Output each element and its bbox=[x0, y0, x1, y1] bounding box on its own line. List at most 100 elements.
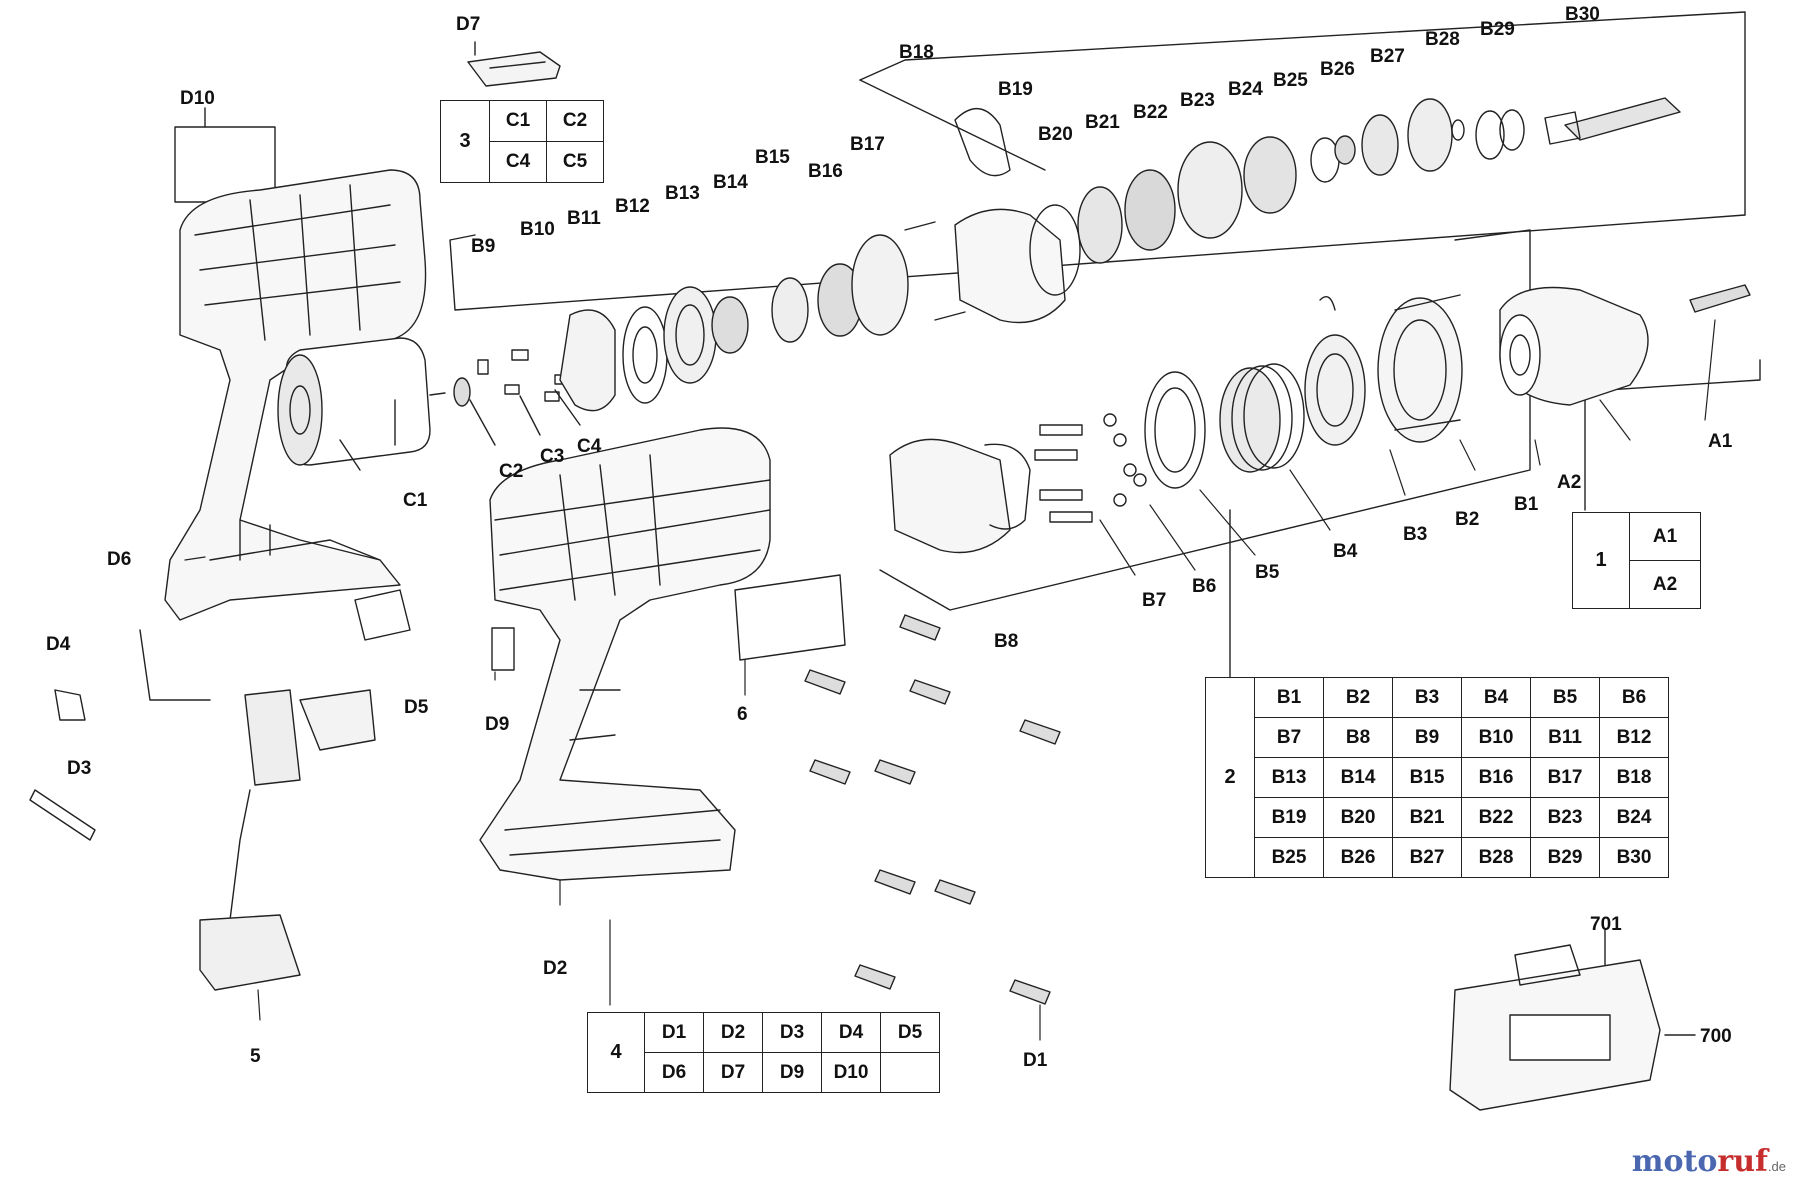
table-cell: B6 bbox=[1599, 677, 1669, 718]
table-cell: D6 bbox=[644, 1052, 704, 1093]
label-701: 701 bbox=[1590, 914, 1622, 935]
table-cell bbox=[880, 1052, 940, 1093]
watermark-part-2: ruf bbox=[1717, 1144, 1768, 1179]
group-table-2: 2 B1 B2 B3 B4 B5 B6 B7 B8 B9 B10 B11 B12… bbox=[1205, 677, 1669, 878]
table-cell: B28 bbox=[1461, 837, 1531, 878]
housing-right bbox=[479, 427, 771, 881]
label-B8: B8 bbox=[994, 631, 1018, 652]
table-cell: D7 bbox=[703, 1052, 763, 1093]
table-cell: C2 bbox=[546, 100, 604, 142]
label-D4: D4 bbox=[46, 634, 71, 655]
label-B16: B16 bbox=[808, 161, 843, 182]
label-D2: D2 bbox=[543, 958, 567, 979]
table-cell: D2 bbox=[703, 1012, 763, 1053]
table-cell: B23 bbox=[1530, 797, 1600, 838]
label-D5: D5 bbox=[404, 697, 429, 718]
table-cell: B10 bbox=[1461, 717, 1531, 758]
group-table-4: 4 D1 D2 D3 D4 D5 D6 D7 D9 D10 bbox=[587, 1012, 940, 1093]
group-table-1: 1 A1 A2 bbox=[1572, 512, 1701, 609]
table-cell: B8 bbox=[1323, 717, 1393, 758]
table-cell: D4 bbox=[821, 1012, 881, 1053]
table-cell: B15 bbox=[1392, 757, 1462, 798]
table-cell: D5 bbox=[880, 1012, 940, 1053]
label-B12: B12 bbox=[615, 196, 650, 217]
table-cell: D9 bbox=[762, 1052, 822, 1093]
table-cell: A1 bbox=[1629, 512, 1701, 561]
table-cell: B20 bbox=[1323, 797, 1393, 838]
table-cell: B9 bbox=[1392, 717, 1462, 758]
table-cell: B18 bbox=[1599, 757, 1669, 798]
label-B7: B7 bbox=[1142, 590, 1166, 611]
label-B10: B10 bbox=[520, 219, 555, 240]
label-B29: B29 bbox=[1480, 19, 1515, 40]
table-cell: B26 bbox=[1323, 837, 1393, 878]
housing-left bbox=[164, 169, 427, 621]
table-cell: B11 bbox=[1530, 717, 1600, 758]
label-B1: B1 bbox=[1514, 494, 1539, 515]
table-cell: B17 bbox=[1530, 757, 1600, 798]
table-cell: B3 bbox=[1392, 677, 1462, 718]
switch-assembly bbox=[29, 589, 411, 991]
label-D10: D10 bbox=[180, 88, 215, 109]
label-C4: C4 bbox=[577, 436, 602, 457]
site-watermark: motoruf.de bbox=[1632, 1144, 1786, 1179]
label-B15: B15 bbox=[755, 147, 790, 168]
table-cell: B19 bbox=[1254, 797, 1324, 838]
label-B30: B30 bbox=[1565, 4, 1600, 25]
table-cell: B24 bbox=[1599, 797, 1669, 838]
label-B27: B27 bbox=[1370, 46, 1405, 67]
label-B11: B11 bbox=[567, 208, 601, 229]
label-B17: B17 bbox=[850, 134, 885, 155]
label-D1: D1 bbox=[1023, 1050, 1048, 1071]
label-B6: B6 bbox=[1192, 576, 1216, 597]
label-B19: B19 bbox=[998, 79, 1033, 100]
table-cell: B27 bbox=[1392, 837, 1462, 878]
table-cell: B25 bbox=[1254, 837, 1324, 878]
table-cell: B30 bbox=[1599, 837, 1669, 878]
label-B13: B13 bbox=[665, 183, 700, 204]
table-cell: B1 bbox=[1254, 677, 1324, 718]
label-B24: B24 bbox=[1228, 79, 1263, 100]
table-cell: C5 bbox=[546, 141, 604, 183]
label-B23: B23 bbox=[1180, 90, 1215, 111]
watermark-part-1: moto bbox=[1631, 1144, 1718, 1179]
label-B20: B20 bbox=[1038, 124, 1073, 145]
clutch-parts bbox=[889, 284, 1751, 554]
table-cell: B5 bbox=[1530, 677, 1600, 718]
group-table-3: 3 C1 C2 C4 C5 bbox=[440, 100, 604, 183]
housing-screws bbox=[804, 614, 1061, 1005]
table-cell: C4 bbox=[489, 141, 547, 183]
table-cell: D3 bbox=[762, 1012, 822, 1053]
gearbox-bracket bbox=[859, 11, 1746, 216]
table-cell: D10 bbox=[821, 1052, 881, 1093]
label-B26: B26 bbox=[1320, 59, 1355, 80]
label-C3: C3 bbox=[540, 446, 564, 467]
label-6: 6 bbox=[737, 704, 748, 725]
label-D6: D6 bbox=[107, 549, 131, 570]
table-cell: B7 bbox=[1254, 717, 1324, 758]
table-cell: B14 bbox=[1323, 757, 1393, 798]
watermark-suffix: .de bbox=[1767, 1159, 1786, 1174]
label-D7: D7 bbox=[456, 14, 480, 35]
label-B4: B4 bbox=[1333, 541, 1358, 562]
label-B14: B14 bbox=[713, 172, 748, 193]
label-B22: B22 bbox=[1133, 102, 1168, 123]
table-cell: C1 bbox=[489, 100, 547, 142]
label-C1: C1 bbox=[403, 490, 428, 511]
label-B5: B5 bbox=[1255, 562, 1280, 583]
clutch-bracket bbox=[879, 229, 1531, 611]
label-D9: D9 bbox=[485, 714, 509, 735]
label-B25: B25 bbox=[1273, 70, 1308, 91]
table-cell: B22 bbox=[1461, 797, 1531, 838]
table-cell: B29 bbox=[1530, 837, 1600, 878]
label-B2: B2 bbox=[1455, 509, 1479, 530]
label-5: 5 bbox=[250, 1046, 261, 1067]
table-cell: B12 bbox=[1599, 717, 1669, 758]
table-cell: B16 bbox=[1461, 757, 1531, 798]
label-C2: C2 bbox=[499, 461, 523, 482]
group-number: 4 bbox=[587, 1012, 645, 1093]
table-cell: B2 bbox=[1323, 677, 1393, 718]
table-cell: B13 bbox=[1254, 757, 1324, 798]
